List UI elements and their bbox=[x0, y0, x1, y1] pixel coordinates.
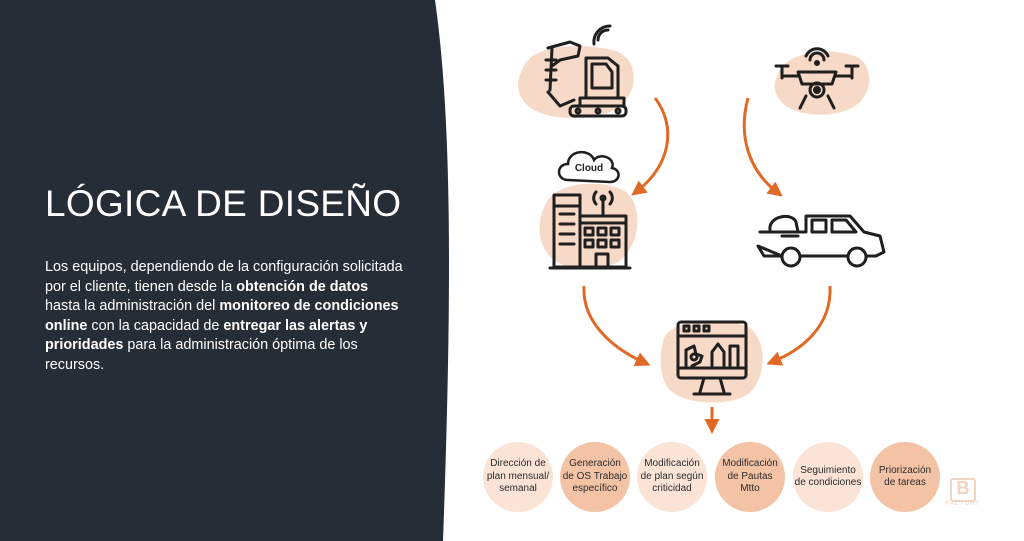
brand-logo-text: FACTORY bbox=[945, 501, 981, 507]
output-circle-2 bbox=[560, 442, 630, 512]
brand-logo-letter: B bbox=[956, 478, 970, 498]
output-circle-5 bbox=[793, 442, 863, 512]
excavator-icon bbox=[544, 24, 628, 118]
output-label-6: Priorización de tareas bbox=[878, 464, 932, 489]
output-label-4: Modificación de Pautas Mtto bbox=[722, 458, 778, 495]
cloud-label: Cloud bbox=[574, 163, 604, 174]
description-segment: Los equipos, dependiendo de la configura… bbox=[45, 259, 403, 295]
description-text: Los equipos, dependiendo de la configura… bbox=[45, 258, 405, 375]
drone-icon bbox=[774, 47, 860, 110]
description-highlight: obtención de datos bbox=[236, 278, 369, 295]
output-label-2: Generación de OS Trabajo específico bbox=[562, 458, 628, 495]
output-circle-3 bbox=[637, 442, 707, 512]
description-highlight: entregar las alertas y prioridades bbox=[45, 317, 368, 354]
arrow-building-to-monitor bbox=[582, 285, 651, 367]
arrow-truck-to-monitor bbox=[766, 285, 832, 366]
page-title: LÓGICA DE DISEÑO bbox=[45, 183, 402, 224]
pickup-truck-icon bbox=[756, 214, 886, 268]
output-circle-6 bbox=[870, 442, 940, 512]
output-label-3: Modificación de plan según criticidad bbox=[640, 458, 704, 495]
arrow-drone-to-truck bbox=[742, 97, 783, 197]
output-label-5: Seguimiento de condiciones bbox=[794, 464, 862, 489]
building-antenna-icon bbox=[548, 190, 632, 270]
description-highlight: monitoreo de condiciones online bbox=[45, 298, 399, 334]
output-label-1: Dirección de plan mensual/ semanal bbox=[486, 458, 550, 495]
monitor-dashboard-icon bbox=[676, 320, 748, 396]
output-circles bbox=[483, 442, 940, 512]
output-circle-4 bbox=[715, 442, 785, 512]
description-segment: para la administración óptima de los rec… bbox=[45, 337, 358, 373]
output-circle-1 bbox=[483, 442, 553, 512]
description-segment: con la capacidad de bbox=[87, 317, 224, 334]
brand-logo-box bbox=[950, 478, 976, 502]
cloud-icon bbox=[557, 151, 620, 184]
arrow-excavator-to-building bbox=[631, 97, 670, 196]
description-segment: hasta la administración del bbox=[45, 298, 220, 314]
